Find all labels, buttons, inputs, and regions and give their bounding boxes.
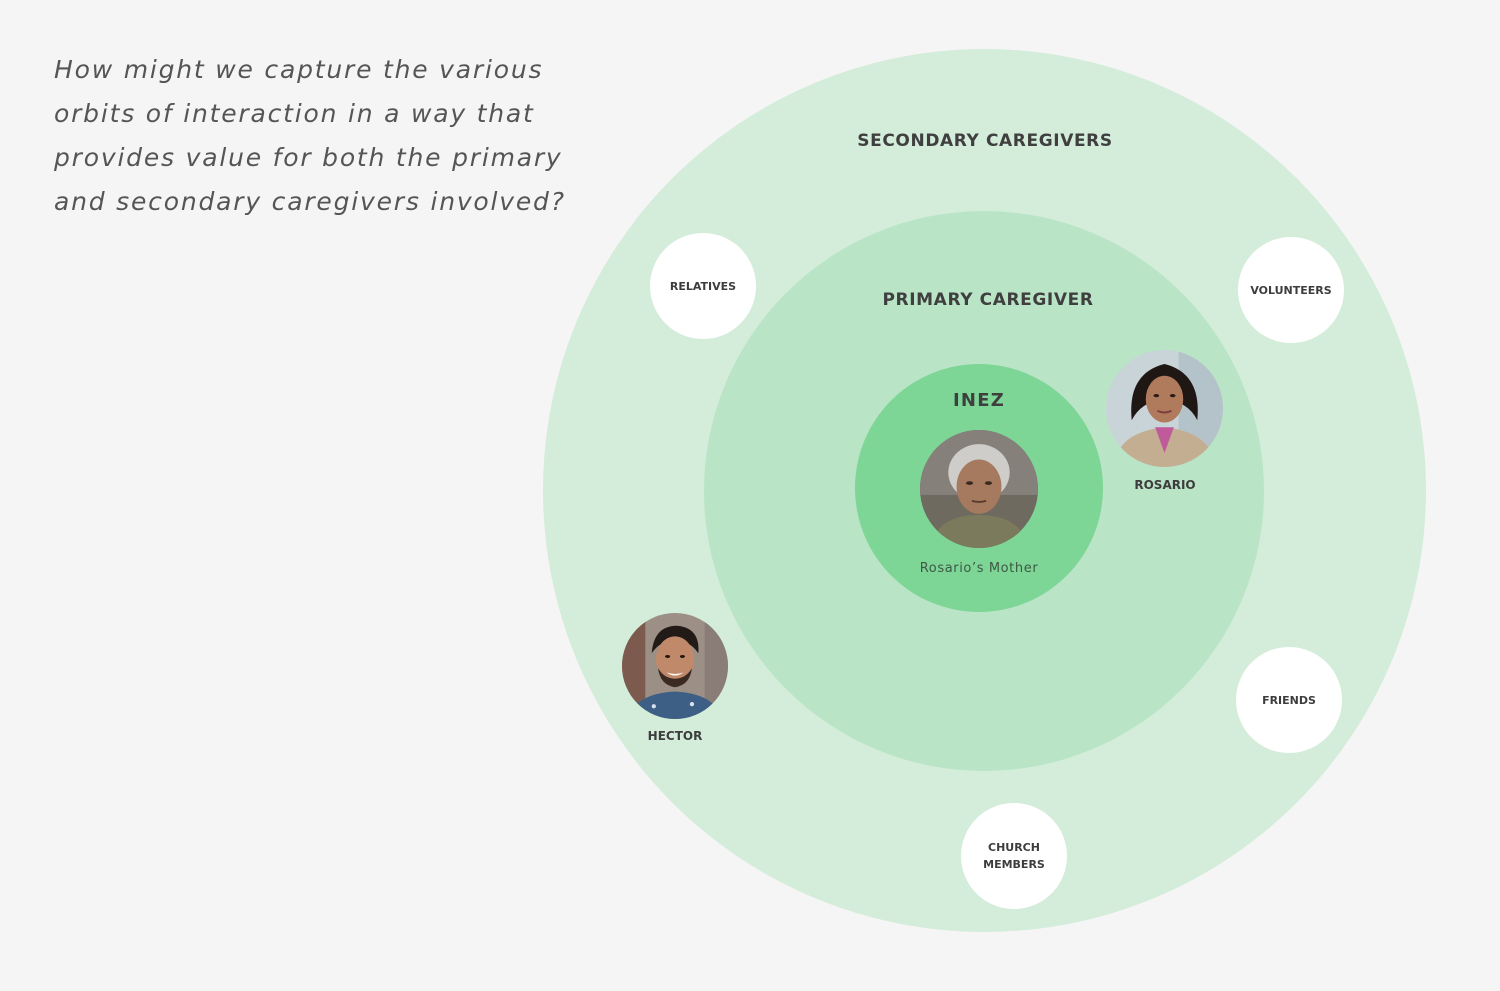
inez-relationship-label: Rosario’s Mother <box>919 561 1039 576</box>
inez-portrait-icon <box>920 430 1038 548</box>
hector-avatar <box>622 613 728 719</box>
framing-question: How might we capture the various orbits … <box>54 55 566 216</box>
inez-avatar <box>920 430 1038 548</box>
rosario-avatar <box>1106 350 1223 467</box>
secondary-caregivers-title: SECONDARY CAREGIVERS <box>857 131 1113 151</box>
church-members-bubble: CHURCH MEMBERS <box>961 803 1067 909</box>
care-recipient-name: INEZ <box>953 390 1005 411</box>
hector-portrait-icon <box>622 613 728 719</box>
primary-caregiver-title: PRIMARY CAREGIVER <box>882 290 1094 310</box>
rosario-name-label: ROSARIO <box>1134 478 1196 492</box>
friends-bubble: FRIENDS <box>1236 647 1342 753</box>
rosario-portrait-icon <box>1106 350 1223 467</box>
hector-name-label: HECTOR <box>647 729 703 743</box>
volunteers-bubble: VOLUNTEERS <box>1238 237 1344 343</box>
relatives-bubble: RELATIVES <box>650 233 756 339</box>
